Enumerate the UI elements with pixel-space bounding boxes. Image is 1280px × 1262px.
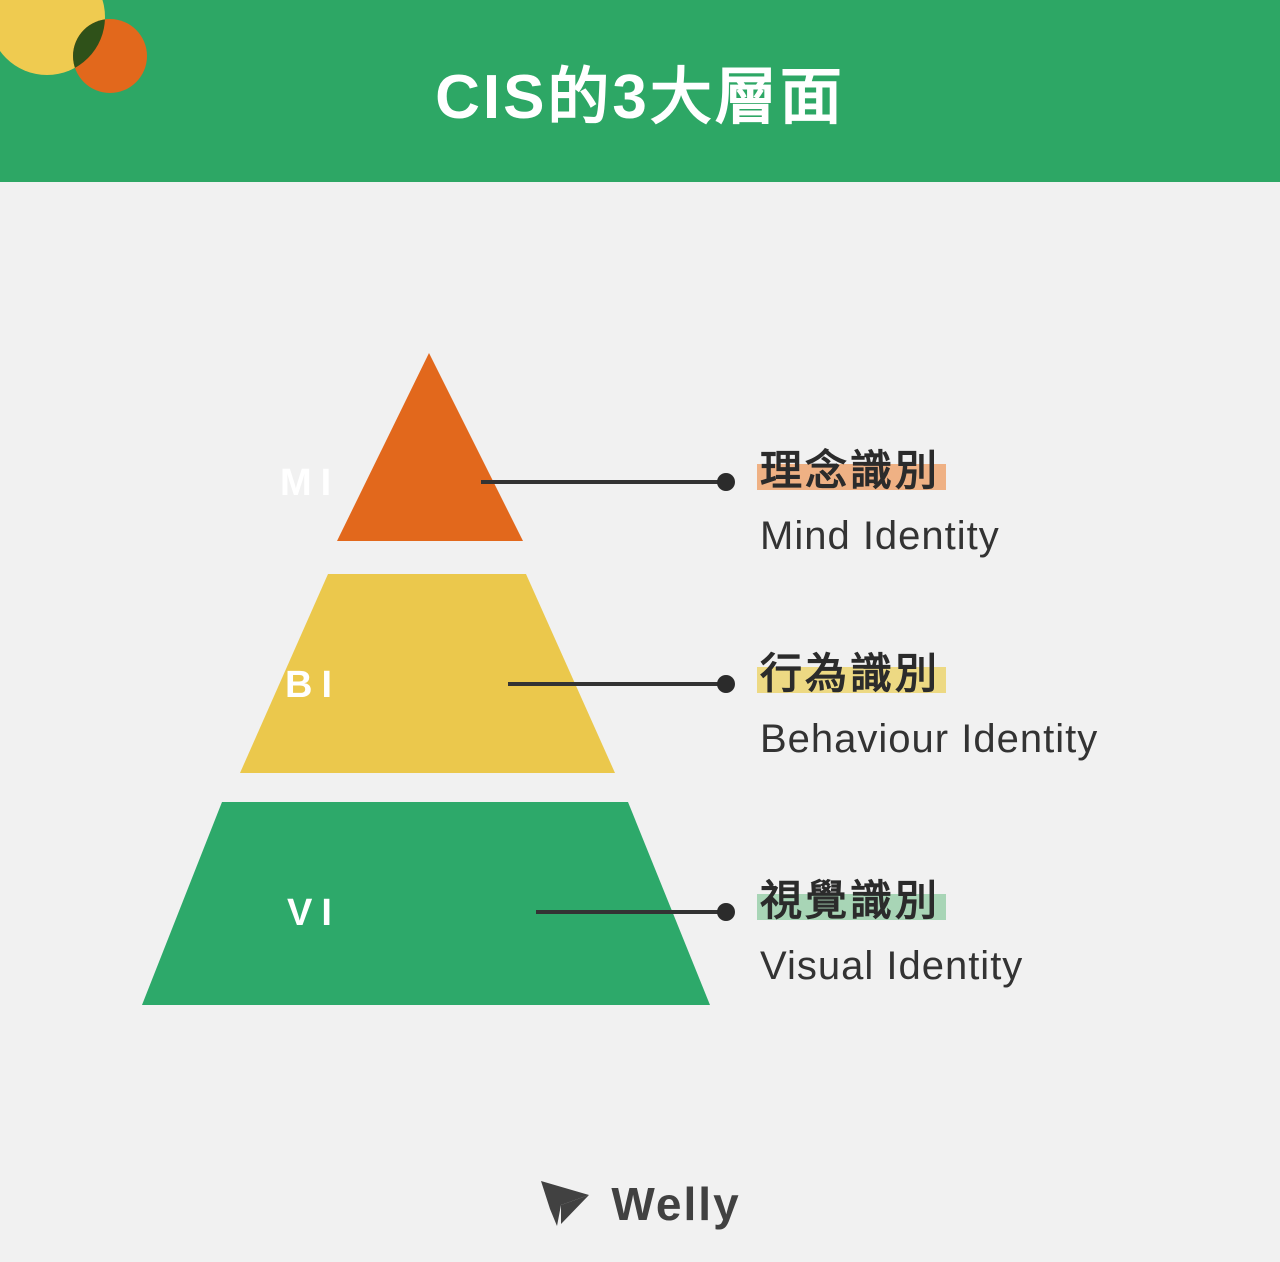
info-title-zh-text-mi: 理念識別 — [760, 447, 941, 494]
info-block-vi: 視覺識別 Visual Identity — [757, 877, 1024, 988]
paper-plane-icon — [541, 1181, 590, 1226]
decorative-circle-overlap — [73, 19, 105, 75]
highlight-bar-mi — [757, 464, 947, 490]
connector-line-mi — [481, 480, 721, 484]
highlight-bar-bi — [757, 667, 947, 693]
connector-line-bi — [508, 682, 721, 686]
info-title-zh-mi: 理念識別 — [757, 447, 947, 494]
pyramid-layer-bi[interactable] — [240, 574, 615, 773]
highlight-bar-vi — [757, 894, 947, 920]
connector-dot-vi — [717, 903, 735, 921]
info-title-en-mi: Mind Identity — [760, 514, 1000, 558]
pyramid-layer-vi[interactable] — [142, 802, 710, 1005]
header-decoration — [0, 0, 147, 93]
connector-dot-mi — [717, 473, 735, 491]
page-title: CIS的3大層面 — [435, 63, 845, 132]
info-title-zh-text-vi: 視覺識別 — [760, 877, 941, 924]
info-title-en-vi: Visual Identity — [760, 944, 1024, 988]
pyramid-layer-mi[interactable] — [337, 353, 523, 541]
info-block-bi: 行為識別 Behaviour Identity — [757, 650, 1099, 761]
info-title-zh-bi: 行為識別 — [757, 650, 947, 697]
info-title-zh-vi: 視覺識別 — [757, 877, 947, 924]
brand-name: Welly — [611, 1178, 741, 1230]
connector-line-vi — [536, 910, 721, 914]
info-block-mi: 理念識別 Mind Identity — [757, 447, 1000, 558]
info-title-en-bi: Behaviour Identity — [760, 717, 1099, 761]
connector-bi — [508, 675, 735, 693]
connector-mi — [481, 473, 735, 491]
info-title-zh-text-bi: 行為識別 — [760, 650, 941, 697]
connector-vi — [536, 903, 735, 921]
brand-logo: Welly — [0, 1178, 1280, 1230]
connector-dot-bi — [717, 675, 735, 693]
header-banner: CIS的3大層面 — [0, 0, 1280, 182]
